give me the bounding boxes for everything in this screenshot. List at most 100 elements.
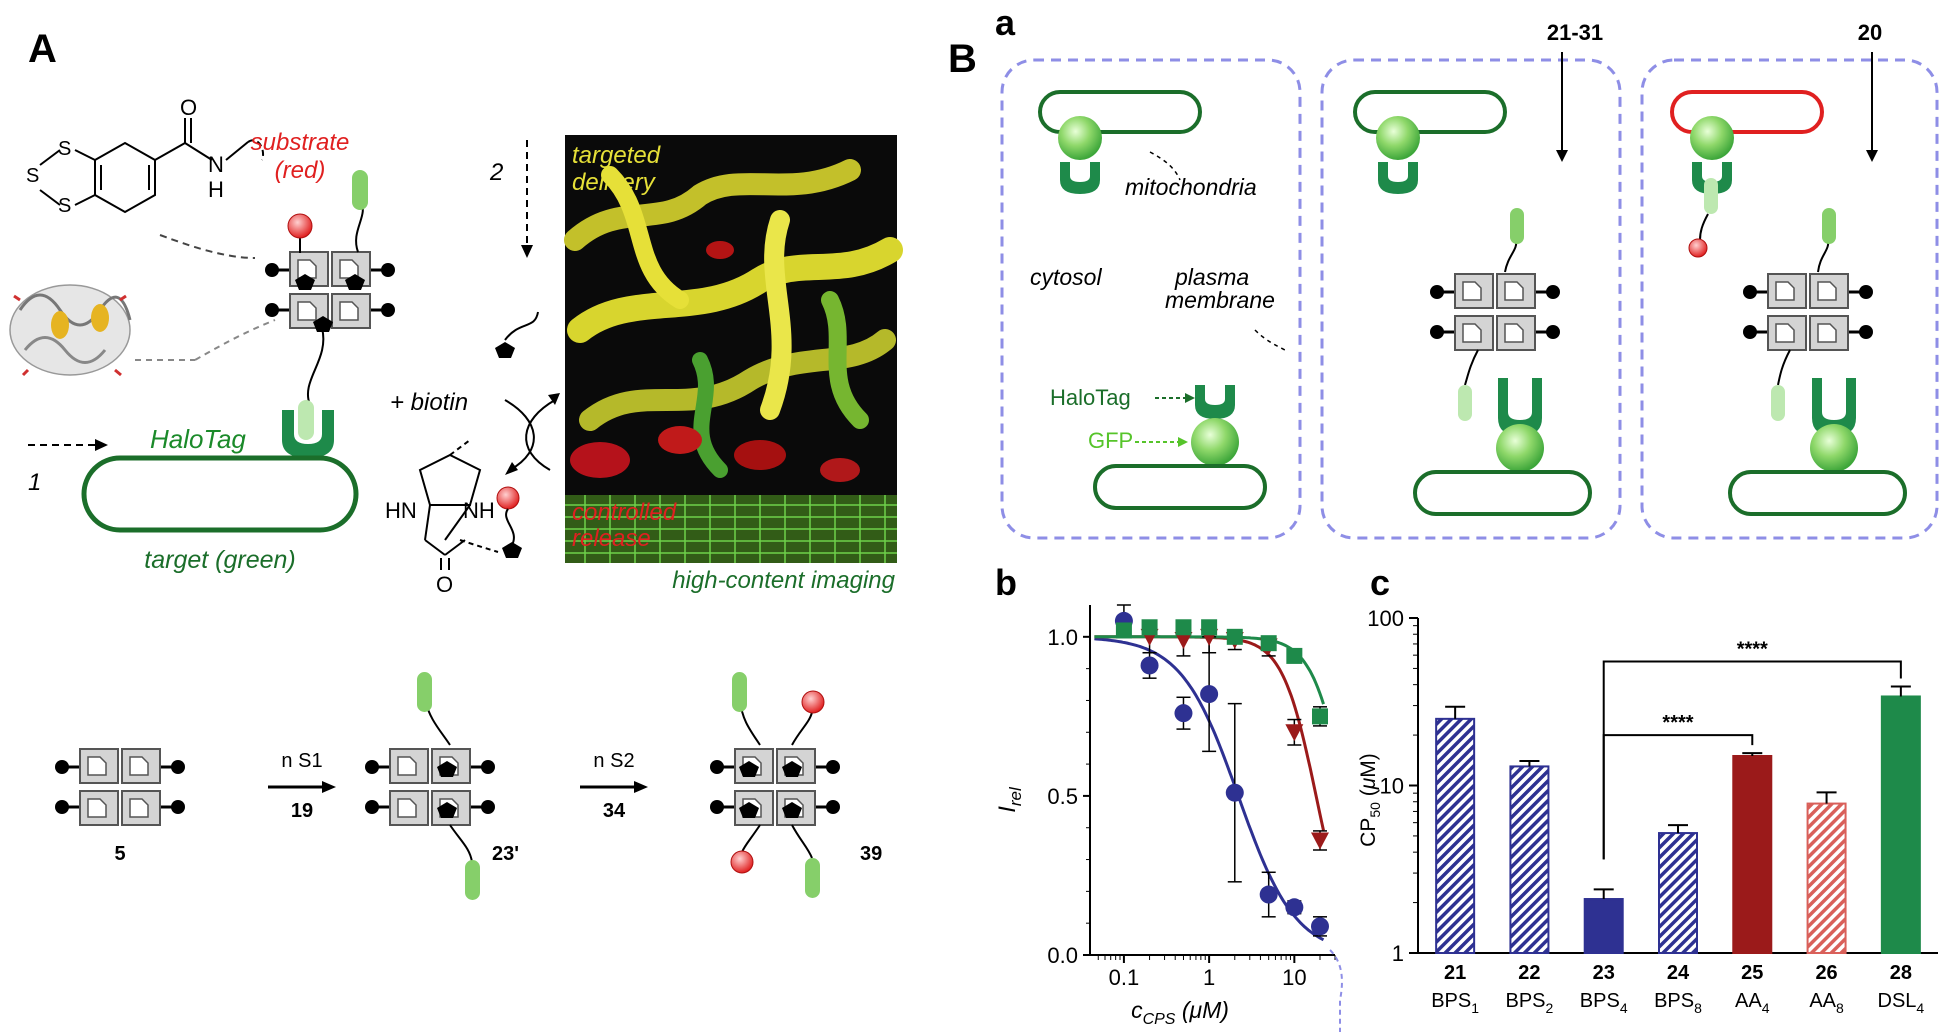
panel-bb-label: b xyxy=(995,562,1017,603)
biotin-structure xyxy=(418,439,482,570)
substrate-red-label: (red) xyxy=(275,157,326,184)
mitochondria-label: mitochondria xyxy=(1125,174,1257,200)
substrate-label: substrate xyxy=(251,129,350,156)
biotin-hn: HN xyxy=(385,498,417,523)
atom-o: O xyxy=(180,95,197,120)
arrow-20-label: 20 xyxy=(1858,20,1882,45)
chart-c-category-label: 25 xyxy=(1741,962,1763,984)
streptavidin-protein xyxy=(9,284,132,377)
compound-5: 5 xyxy=(114,843,125,865)
chart-c-category-label: 23 xyxy=(1593,962,1615,984)
atom-s1: S xyxy=(58,138,71,160)
chart-c-name-label: BPS2 xyxy=(1506,990,1554,1016)
dose-response-chart: Irel cCPS (μM) 0.0 0.5 1.0 0.1 1 10 xyxy=(994,604,1336,1028)
chart-b-xtick-label: 1 xyxy=(1203,965,1215,990)
chart-c-significance-bracket xyxy=(1602,660,1902,860)
chart-c-category-label: 24 xyxy=(1667,962,1690,984)
chart-b-point xyxy=(1141,619,1158,636)
chart-b-point xyxy=(1311,708,1328,725)
chart-c-bar xyxy=(1509,765,1550,954)
panel-a: A O N H S S S substrate (red) xyxy=(9,27,903,900)
biotin-label: + biotin xyxy=(390,389,468,416)
chart-b-point xyxy=(1115,622,1132,639)
chart-b-point xyxy=(1310,917,1329,936)
chart-c-bar xyxy=(1880,695,1921,954)
gfp-label: GFP xyxy=(1088,428,1133,453)
panel-b-label: B xyxy=(948,37,977,81)
chart-b-point xyxy=(1140,656,1159,675)
chart-b-xtick-label: 0.1 xyxy=(1109,965,1140,990)
chart-c-bar xyxy=(1435,717,1476,954)
substrate-structure xyxy=(39,118,264,214)
chart-c-ytick-label: 1 xyxy=(1392,941,1404,966)
cytosol-label: cytosol xyxy=(1030,264,1102,290)
arrow2-reagent: n S2 xyxy=(593,750,634,772)
micro-targeted-label: targeted xyxy=(572,142,661,169)
plasma-label: plasma xyxy=(1174,264,1249,290)
compound-23: 23' xyxy=(492,843,519,865)
chart-c-ytick-label: 100 xyxy=(1367,606,1404,631)
atom-h: H xyxy=(208,177,224,202)
arrow1-number: 19 xyxy=(291,800,313,822)
atom-s3: S xyxy=(26,165,39,187)
chart-b-point xyxy=(1201,619,1218,636)
chart-b-ytick-label: 0.0 xyxy=(1047,943,1078,968)
chart-b-point xyxy=(1285,724,1304,742)
chart-c-significance-label: **** xyxy=(1662,712,1693,734)
chart-b-xlabel: cCPS (μM) xyxy=(1131,997,1229,1028)
chart-b-point xyxy=(1174,704,1193,723)
micro-controlled-label: controlled xyxy=(572,499,677,526)
atom-n: N xyxy=(208,152,224,177)
cell-box-3 xyxy=(1640,58,1939,540)
chart-b-point xyxy=(1174,632,1193,649)
panel-ba-label: a xyxy=(995,2,1016,43)
chart-b-point xyxy=(1310,832,1329,850)
synthesis-scheme: 5 n S1 19 23' n S2 34 xyxy=(53,672,882,900)
chart-c-name-label: AA4 xyxy=(1735,990,1770,1016)
chart-c-bar xyxy=(1658,832,1698,955)
chart-b-point xyxy=(1225,783,1244,802)
compound-39: 39 xyxy=(860,843,882,865)
halotag-b-label: HaloTag xyxy=(1050,385,1131,410)
halotag-label: HaloTag xyxy=(150,424,246,454)
chart-b-ytick-label: 0.5 xyxy=(1047,784,1078,809)
micro-delivery-label: delivery xyxy=(572,169,657,196)
arrow2-number: 34 xyxy=(603,800,626,822)
chart-c-bar xyxy=(1806,802,1847,954)
chart-c-bar xyxy=(1732,755,1773,954)
chart-c-category-label: 22 xyxy=(1518,962,1540,984)
target-label: target (green) xyxy=(144,546,295,574)
chart-b-point xyxy=(1286,647,1303,664)
chart-c-name-label: BPS4 xyxy=(1580,990,1628,1016)
chart-b-point xyxy=(1260,635,1277,652)
arrow1-reagent: n S1 xyxy=(281,750,322,772)
chart-b-point xyxy=(1200,685,1219,704)
chart-b-xtick-label: 10 xyxy=(1282,965,1306,990)
chart-c-category-label: 21 xyxy=(1444,962,1466,984)
chart-c-name-label: DSL4 xyxy=(1878,990,1925,1016)
chart-c-name-label: BPS1 xyxy=(1431,990,1479,1016)
step-1-label: 1 xyxy=(28,469,41,496)
micro-release-label: release xyxy=(572,525,651,552)
chart-b-point xyxy=(1285,898,1304,917)
step-2-label: 2 xyxy=(489,159,503,186)
arrow-21-31-label: 21-31 xyxy=(1547,20,1603,45)
biotin-nh: NH xyxy=(463,498,495,523)
chart-c-name-label: BPS8 xyxy=(1654,990,1702,1016)
chart-b-point xyxy=(1226,628,1243,645)
chart-c-ytick-label: 10 xyxy=(1380,774,1404,799)
panel-a-label: A xyxy=(28,27,57,71)
chart-c-ylabel: CP50 (μM) xyxy=(1357,753,1383,847)
chart-b-ylabel: Irel xyxy=(994,786,1025,813)
panel-bc-label: c xyxy=(1370,562,1390,603)
panel-b: B a mitochondria cytosol plasma membrane… xyxy=(948,2,1939,1032)
atom-s2: S xyxy=(58,195,71,217)
chart-b-ytick-label: 1.0 xyxy=(1047,625,1078,650)
chart-c-name-label: AA8 xyxy=(1809,990,1844,1016)
microscopy-image: targeted delivery controlled release xyxy=(564,135,903,563)
chart-c-significance-label: **** xyxy=(1737,638,1768,660)
chart-b-point xyxy=(1259,885,1278,904)
membrane-label: membrane xyxy=(1165,287,1275,313)
